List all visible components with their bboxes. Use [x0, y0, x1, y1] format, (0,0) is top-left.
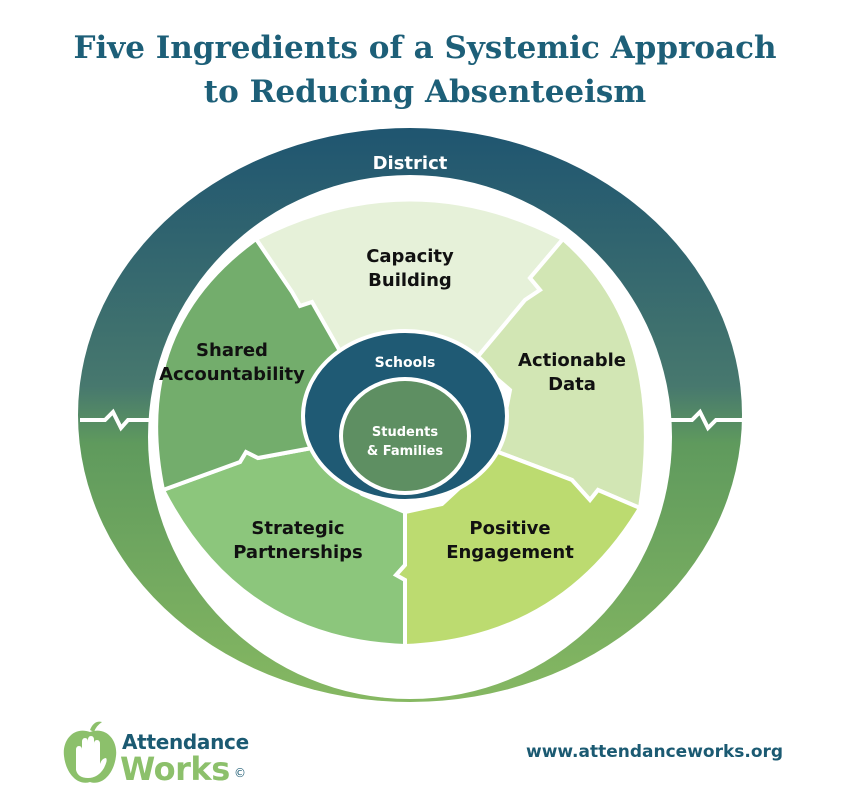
- actionable-data-label-2: Data: [548, 374, 596, 395]
- positive-engagement-label-1: Positive: [469, 518, 550, 539]
- positive-engagement-label-2: Engagement: [446, 542, 574, 563]
- shared-accountability-label-1: Shared: [196, 340, 268, 361]
- page-title: Five Ingredients of a Systemic Approach …: [0, 26, 850, 114]
- district-label: District: [373, 153, 448, 174]
- strategic-partnerships-label-2: Partnerships: [233, 542, 363, 563]
- community-label: Community: [350, 668, 465, 689]
- copyright-mark: ©: [234, 766, 246, 780]
- segment-actionable-data: [472, 236, 648, 511]
- students-label-1: Students: [372, 425, 438, 440]
- ring-divider-right: [668, 408, 742, 432]
- schools-label: Schools: [375, 355, 436, 371]
- capacity-building-label-1: Capacity: [366, 246, 454, 267]
- website-url[interactable]: www.attendanceworks.org: [526, 742, 784, 762]
- segment-positive-engagement: [392, 449, 643, 649]
- students-families-core: [339, 377, 471, 495]
- title-line-2: to Reducing Absenteeism: [203, 74, 647, 110]
- ring-divider-left: [80, 408, 150, 432]
- logo-word-attendance: Attendance: [122, 730, 249, 754]
- apple-hand-icon: [63, 721, 117, 783]
- shared-accountability-label-2: Accountability: [159, 364, 305, 385]
- title-line-1: Five Ingredients of a Systemic Approach: [73, 30, 777, 66]
- strategic-partnerships-label-1: Strategic: [251, 518, 344, 539]
- capacity-building-label-2: Building: [368, 270, 452, 291]
- logo-word-works: Works: [120, 750, 230, 788]
- actionable-data-label-1: Actionable: [518, 350, 626, 371]
- students-label-2: & Families: [367, 444, 443, 459]
